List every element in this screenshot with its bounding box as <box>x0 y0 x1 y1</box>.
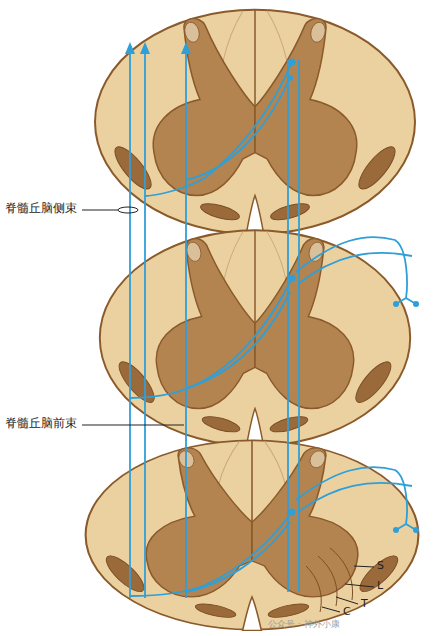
segment-letter: C <box>343 606 351 618</box>
tract-label: 脊髓丘脑前束 <box>5 417 77 430</box>
tract-label: 脊髓丘脑侧束 <box>5 202 77 215</box>
segment-letter: T <box>361 598 368 610</box>
segment-letter: S <box>377 560 384 572</box>
watermark: 公众号 · 神外小康 <box>268 620 340 630</box>
segment-letter: L <box>377 580 383 592</box>
